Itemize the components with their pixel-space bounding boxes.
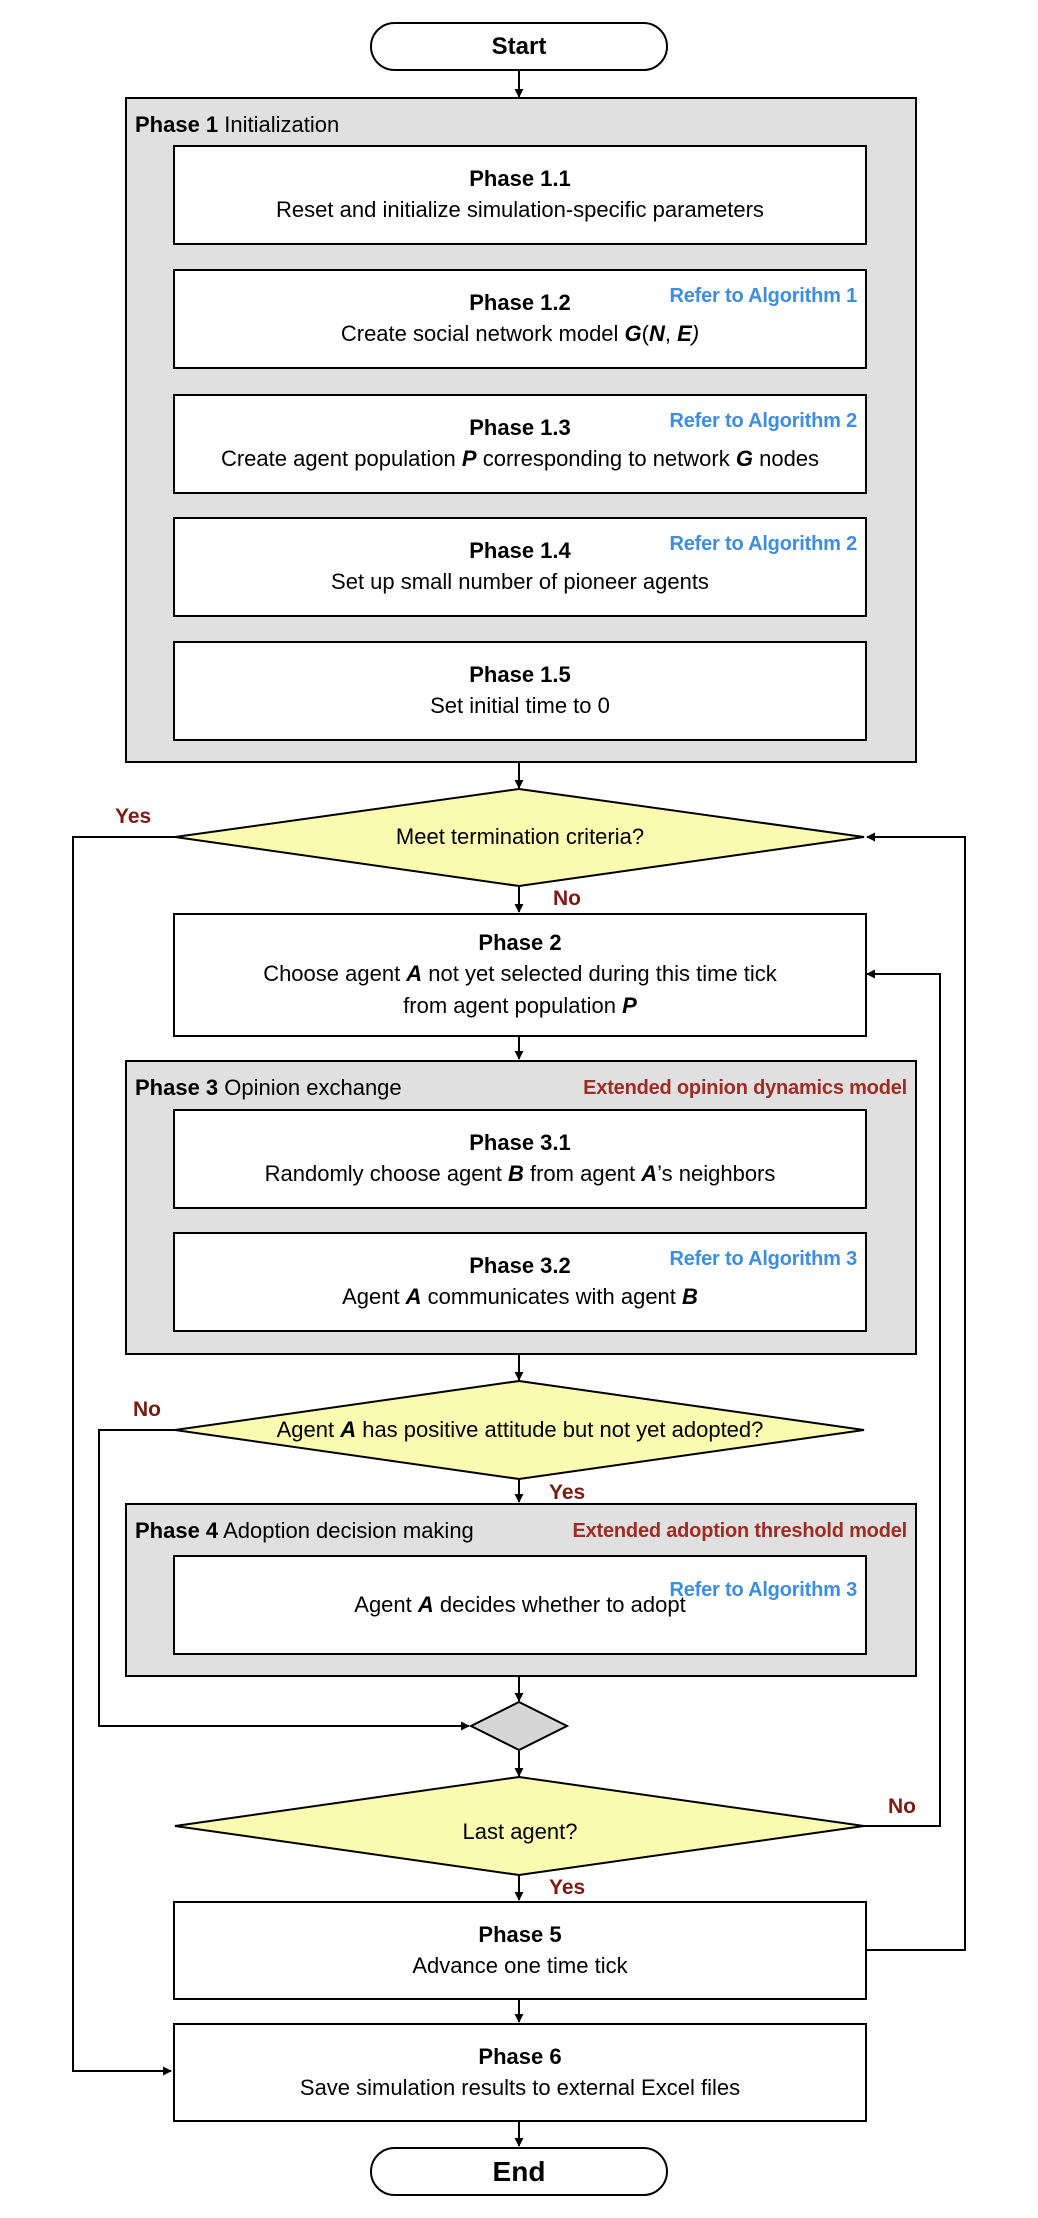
phase1-4-title: Phase 1.4 (469, 538, 571, 563)
phase2-title: Phase 2 (478, 930, 562, 955)
phase1-3-ref: Refer to Algorithm 2 (669, 410, 858, 432)
phase6-desc: Save simulation results to external Exce… (299, 2074, 741, 2100)
phase1-2-ref: Refer to Algorithm 1 (669, 285, 858, 307)
phase1-2-box: Refer to Algorithm 1 Phase 1.2 Create so… (173, 269, 867, 369)
phase3-model-note: Extended opinion dynamics model (583, 1077, 907, 1099)
phase4-box: Refer to Algorithm 3 Agent A decides whe… (173, 1555, 867, 1655)
end-terminal: End (370, 2147, 668, 2196)
phase1-4-box: Refer to Algorithm 2 Phase 1.4 Set up sm… (173, 517, 867, 617)
termination-yes-label: Yes (115, 805, 152, 828)
phase6-box: Phase 6 Save simulation results to exter… (173, 2023, 867, 2122)
phase1-4-desc: Set up small number of pioneer agents (331, 569, 709, 594)
phase2-line1: Choose agent A not yet selected during t… (263, 961, 777, 986)
phase3-title: Phase 3 Opinion exchange (135, 1075, 402, 1100)
phase1-5-desc: Set initial time to 0 (430, 693, 610, 718)
phase2-box: Phase 2 Choose agent A not yet selected … (173, 913, 867, 1037)
phase1-title: Phase 1 Initialization (135, 112, 340, 137)
phase5-box: Phase 5 Advance one time tick (173, 1901, 867, 2000)
phase1-5-title: Phase 1.5 (469, 662, 571, 687)
phase4-desc: Agent A decides whether to adopt (354, 1592, 686, 1617)
phase1-2-desc: Create social network model G(N, E) (340, 321, 700, 346)
phase3-2-title: Phase 3.2 (469, 1253, 571, 1278)
decision-last-agent-diamond (174, 1775, 865, 1877)
path-termination-yes-to-phase6 (72, 836, 177, 2076)
attitude-yes-label: Yes (549, 1481, 586, 1504)
phase3-2-box: Refer to Algorithm 3 Phase 3.2 Agent A c… (173, 1232, 867, 1332)
last-no-label: No (888, 1795, 916, 1818)
phase1-4-ref: Refer to Algorithm 2 (669, 533, 858, 555)
phase3-2-desc: Agent A communicates with agent B (342, 1284, 698, 1309)
phase3-1-title: Phase 3.1 (469, 1130, 571, 1155)
path-last-no-to-phase2 (862, 969, 941, 1827)
start-label: Start (491, 32, 547, 60)
merge-diamond (468, 1700, 570, 1752)
attitude-no-label: No (133, 1398, 161, 1421)
path-phase5-to-termination (866, 832, 966, 1951)
decision-last-agent-text: Last agent? (462, 1819, 578, 1844)
phase5-title: Phase 5 (478, 1921, 562, 1947)
phase1-2-title: Phase 1.2 (469, 290, 571, 315)
phase3-1-desc: Randomly choose agent B from agent A’s n… (264, 1161, 776, 1186)
phase1-3-desc: Create agent population P corresponding … (220, 446, 820, 471)
phase4-ref: Refer to Algorithm 3 (669, 1579, 858, 1601)
phase1-1-title: Phase 1.1 (469, 166, 571, 191)
phase3-2-ref: Refer to Algorithm 3 (669, 1248, 858, 1270)
decision-termination-text: Meet termination criteria? (395, 824, 645, 849)
decision-attitude-diamond (174, 1379, 865, 1481)
phase4-model-note: Extended adoption threshold model (572, 1520, 907, 1542)
phase1-1-desc: Reset and initialize simulation-specific… (276, 197, 764, 222)
decision-termination-diamond (174, 787, 865, 888)
termination-no-label: No (553, 887, 581, 910)
phase4-title: Phase 4 Adoption decision making (135, 1518, 474, 1543)
phase1-1-box: Phase 1.1 Reset and initialize simulatio… (173, 145, 867, 245)
phase1-3-box: Refer to Algorithm 2 Phase 1.3 Create ag… (173, 394, 867, 494)
phase3-1-box: Phase 3.1 Randomly choose agent B from a… (173, 1109, 867, 1209)
phase6-title: Phase 6 (478, 2043, 562, 2069)
phase5-desc: Advance one time tick (412, 1952, 628, 1978)
path-attitude-no-to-merge (98, 1429, 470, 1731)
end-label: End (492, 2155, 546, 2187)
start-terminal: Start (370, 22, 668, 71)
last-yes-label: Yes (549, 1876, 586, 1899)
decision-attitude-text: Agent A has positive attitude but not ye… (276, 1417, 764, 1442)
phase1-3-title: Phase 1.3 (469, 415, 571, 440)
phase1-5-box: Phase 1.5 Set initial time to 0 (173, 641, 867, 741)
phase2-line2: from agent population P (403, 993, 637, 1018)
